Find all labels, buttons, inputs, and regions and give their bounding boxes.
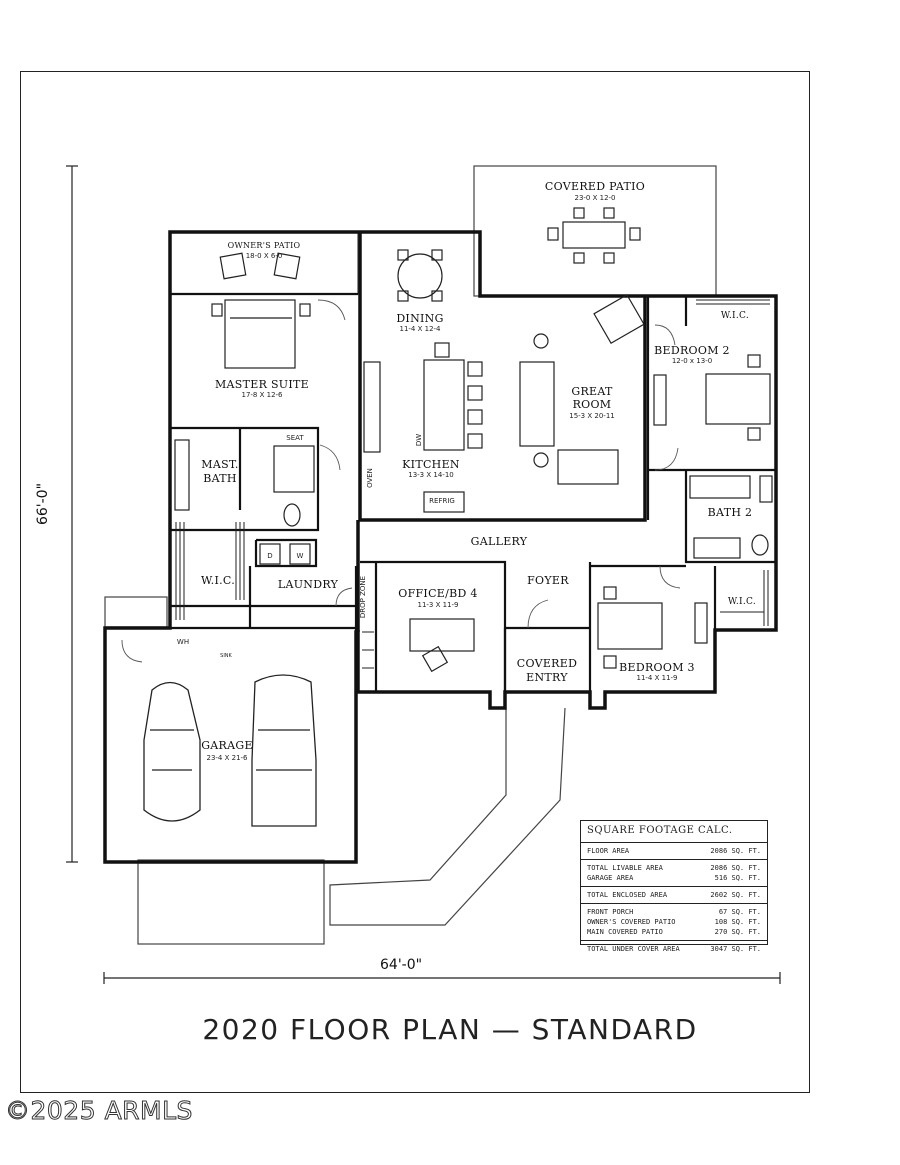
fixture-labels: SEAT OVEN REFRIG DW DROP ZONE WH SINK D … [177,434,455,659]
bedroom3-label: BEDROOM 3 [619,661,695,674]
covered-patio-label: COVERED PATIO [545,180,645,193]
wic-bed2-label: W.I.C. [721,311,749,321]
sqft-label: MAIN COVERED PATIO [587,928,663,936]
sqft-value: 108 SQ. FT. [714,918,761,926]
great-room-size: 15-3 X 20-11 [569,412,614,420]
plan-title: 2020 FLOOR PLAN — STANDARD [202,1013,698,1046]
bedroom2-bed [653,354,771,441]
bedroom3-bed [597,586,708,669]
sqft-value: 2086 SQ. FT. [710,847,761,855]
bath2-label: BATH 2 [708,506,753,519]
laundry-label: LAUNDRY [278,578,339,591]
covered-entry-label-2: ENTRY [526,671,568,684]
dining-label: DINING [396,312,443,325]
kitchen-size: 13-3 X 14-10 [408,471,453,479]
garage-label: GARAGE [201,739,253,752]
sqft-value: 3047 SQ. FT. [710,945,761,953]
copyright-watermark: ©2025 ARMLS [5,1096,193,1126]
sqft-group: FRONT PORCH 67 SQ. FT. OWNER'S COVERED PA… [581,904,767,941]
master-suite-label: MASTER SUITE [215,378,309,391]
sqft-label: TOTAL UNDER COVER AREA [587,945,680,953]
width-dimension: 64'-0" [380,957,423,973]
dryer-label: D [267,552,272,560]
square-footage-table: SQUARE FOOTAGE CALC. FLOOR AREA 2086 SQ. … [580,820,768,953]
laundry-machines [259,543,311,565]
master-bed [211,299,311,369]
oven-label: OVEN [366,468,374,488]
sheet-border [20,71,810,1093]
refrig-label: REFRIG [429,497,455,505]
bedroom2-size: 12-0 x 13-0 [672,357,712,365]
owners-patio-size: 18-0 X 6-0 [246,252,283,260]
wh-label: WH [177,638,189,646]
wic-bed3-label: W.I.C. [728,597,756,607]
sqft-label: FRONT PORCH [587,908,634,916]
sqft-value: 2086 SQ. FT. [710,864,761,872]
sqft-group: TOTAL ENCLOSED AREA 2602 SQ. FT. [581,887,767,904]
master-suite-size: 17-8 X 12-6 [241,391,283,399]
sqft-label: TOTAL ENCLOSED AREA [587,891,668,899]
sqft-group: TOTAL LIVABLE AREA 2086 SQ. FT. GARAGE AR… [581,860,767,887]
patio-chairs [219,252,301,280]
sqft-group: TOTAL UNDER COVER AREA 3047 SQ. FT. [581,941,767,957]
kitchen-island [363,342,483,513]
dw-label: DW [415,434,423,446]
sink-label: SINK [220,653,232,659]
dining-table [397,249,443,302]
foyer-label: FOYER [527,574,569,587]
room-labels: COVERED PATIO 23-0 X 12-0 OWNER'S PATIO … [201,180,756,762]
garage-size: 23-4 X 21-6 [206,754,248,762]
sqft-group: FLOOR AREA 2086 SQ. FT. [581,843,767,860]
mast-bath-label-1: MAST. [201,458,238,471]
office-size: 11-3 X 11-9 [417,601,458,609]
great-room-sofas [519,293,645,485]
bedroom2-label: BEDROOM 2 [654,344,730,357]
sqft-value: 67 SQ. FT. [718,908,761,916]
office-label: OFFICE/BD 4 [398,587,477,600]
great-room-label-1: GREAT [571,385,613,398]
sqft-label: GARAGE AREA [587,874,634,882]
sqft-label: TOTAL LIVABLE AREA [587,864,663,872]
kitchen-label: KITCHEN [402,458,460,471]
owners-patio-label: OWNER'S PATIO [228,241,301,250]
dimension-lines [66,165,781,984]
mast-bath-label-2: BATH [203,472,237,485]
dining-size: 11-4 X 12-4 [399,325,441,333]
wic-master-label: W.I.C. [201,574,235,587]
sqft-label: OWNER'S COVERED PATIO [587,918,676,926]
sqft-value: 2602 SQ. FT. [710,891,761,899]
closet-shelves [175,299,770,669]
sqft-label: FLOOR AREA [587,847,630,855]
walkway [329,707,566,926]
garage-cars [143,674,317,827]
sqft-heading: SQUARE FOOTAGE CALC. [581,821,767,843]
covered-patio-size: 23-0 X 12-0 [574,194,615,202]
bedroom3-size: 11-4 X 11-9 [636,674,677,682]
office-desk [409,618,475,673]
great-room-label-2: ROOM [573,398,612,411]
sqft-value: 516 SQ. FT. [714,874,761,882]
washer-label: W [297,552,304,560]
bath-fixtures [174,439,773,559]
seat-label: SEAT [286,434,304,442]
height-dimension: 66'-0" [35,482,52,526]
patio-table [547,207,641,264]
door-swings [121,299,681,663]
covered-entry-label-1: COVERED [517,657,577,670]
gallery-label: GALLERY [471,535,528,548]
sqft-value: 270 SQ. FT. [714,928,761,936]
drop-zone-label: DROP ZONE [359,576,367,618]
